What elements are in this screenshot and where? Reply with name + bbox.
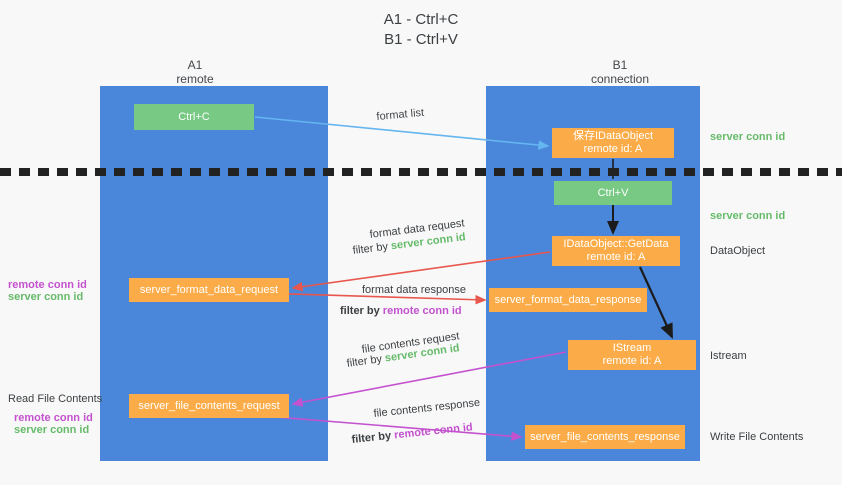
edge-label-format-data-response: format data response	[362, 284, 466, 296]
lane-header-a1: A1 remote	[130, 58, 260, 86]
right-label-server-conn-id-top: server conn id	[710, 131, 786, 143]
left-label-server-conn-id-1: server conn id	[8, 291, 84, 303]
node-ctrl-c-label: Ctrl+C	[178, 110, 210, 123]
title-line-2: B1 - Ctrl+V	[384, 31, 458, 48]
node-istream-sub: remote id: A	[602, 355, 662, 367]
node-istream-label: IStream	[612, 342, 652, 354]
node-save-idataobject[interactable]: 保存IDataObject remote id: A	[552, 128, 674, 158]
title-line-1: A1 - Ctrl+C	[383, 11, 459, 28]
node-save-idataobject-sub: remote id: A	[583, 143, 643, 155]
node-server-format-data-response[interactable]: server_format_data_response	[489, 288, 647, 312]
node-getdata-label: IDataObject::GetData	[563, 238, 669, 250]
node-server-file-contents-response[interactable]: server_file_contents_response	[525, 425, 685, 449]
node-server-format-data-request-label: server_format_data_request	[139, 283, 279, 296]
edge-label-format-data-response-filter: filter by remote conn id	[340, 305, 462, 318]
node-server-file-contents-request[interactable]: server_file_contents_request	[129, 394, 289, 418]
lane-header-b1: B1 connection	[530, 58, 710, 86]
node-server-file-contents-response-label: server_file_contents_response	[530, 430, 680, 443]
node-istream[interactable]: IStream remote id: A	[568, 340, 696, 370]
edge-file-contents-request	[291, 351, 567, 407]
phase-divider	[0, 168, 842, 176]
node-server-format-data-request[interactable]: server_format_data_request	[129, 278, 289, 302]
filter-by-text-2: filter by	[340, 305, 380, 317]
left-label-server-conn-id-2: server conn id	[14, 424, 90, 436]
remote-conn-id-text-1: remote conn id	[382, 305, 462, 317]
node-ctrl-c[interactable]: Ctrl+C	[134, 104, 254, 130]
edge-format-data-request	[291, 251, 551, 292]
node-save-idataobject-label: 保存IDataObject	[572, 130, 654, 142]
node-getdata-sub: remote id: A	[586, 251, 646, 263]
left-label-remote-conn-id-2: remote conn id	[14, 412, 93, 424]
right-label-write-file-contents: Write File Contents	[710, 431, 804, 443]
node-server-format-data-response-label: server_format_data_response	[494, 293, 642, 306]
left-label-remote-conn-id-1: remote conn id	[8, 279, 87, 291]
node-server-file-contents-request-label: server_file_contents_request	[138, 399, 280, 412]
node-idataobject-getdata[interactable]: IDataObject::GetData remote id: A	[552, 236, 680, 266]
right-label-dataobject: DataObject	[710, 245, 766, 257]
edge-format-list	[254, 116, 550, 150]
edge-getdata-to-istream	[638, 266, 674, 340]
lane-b1-name: B1	[612, 58, 628, 72]
node-ctrl-v[interactable]: Ctrl+V	[554, 181, 672, 205]
left-label-read-file-contents: Read File Contents	[8, 393, 103, 405]
node-ctrl-v-label: Ctrl+V	[597, 186, 629, 199]
page-title: A1 - Ctrl+C B1 - Ctrl+V	[0, 10, 842, 50]
right-label-istream: Istream	[710, 350, 747, 362]
lane-b1-role: connection	[590, 72, 650, 86]
lane-a1-role: remote	[176, 72, 214, 86]
lane-a1-name: A1	[187, 58, 203, 72]
right-label-server-conn-id-mid: server conn id	[710, 210, 786, 222]
